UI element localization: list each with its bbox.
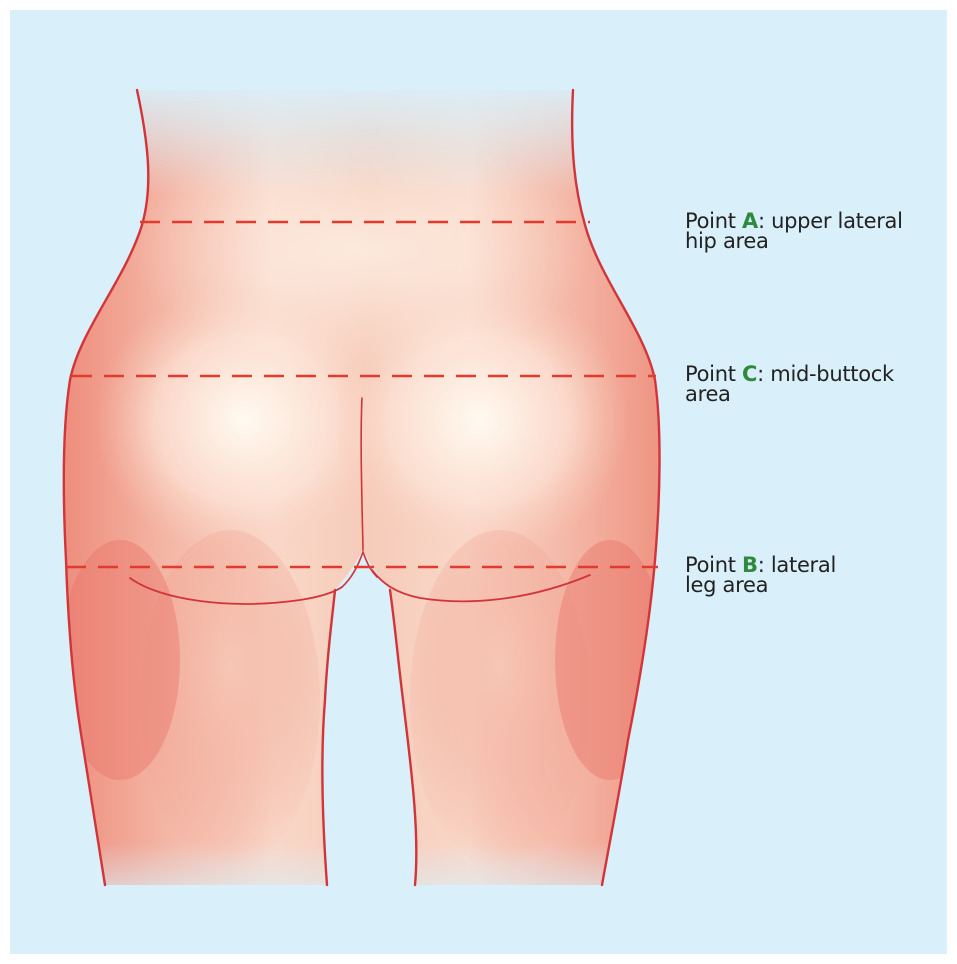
label-point-c: Point C: mid-buttock area: [685, 364, 894, 404]
label-point-a: Point A: upper lateral hip area: [685, 211, 903, 251]
point-c-letter: C: [742, 362, 757, 386]
label-point-b: Point B: lateral leg area: [685, 555, 836, 595]
